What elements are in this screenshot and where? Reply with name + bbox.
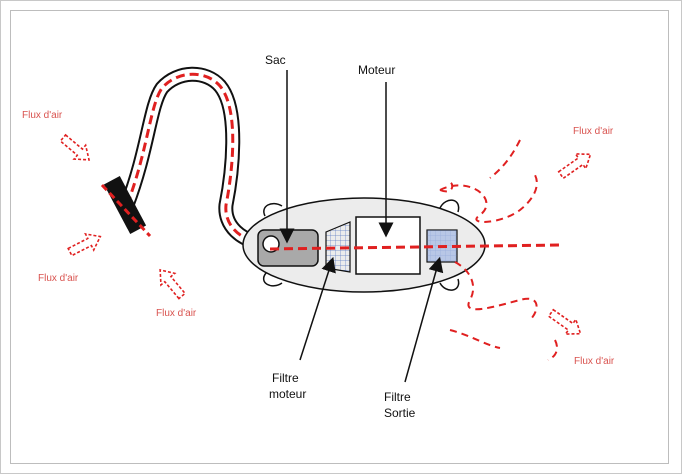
vacuum-body xyxy=(242,197,486,293)
hose xyxy=(119,66,276,252)
label-flux-left-bottom: Flux d'air xyxy=(156,308,197,319)
wheel-right-bottom xyxy=(439,278,460,291)
exhaust-airflow xyxy=(439,139,558,361)
label-flux-right-top: Flux d'air xyxy=(573,126,614,137)
airflow-line-body xyxy=(269,243,561,251)
label-sac: Sac xyxy=(265,53,286,67)
motor xyxy=(355,216,421,275)
label-flux-right-bottom: Flux d'air xyxy=(574,356,615,367)
inflow-arrow-mid xyxy=(67,232,102,257)
callout-arrow-filtre-moteur xyxy=(299,256,336,361)
label-filtre-moteur-line2: moteur xyxy=(269,387,306,401)
nozzle xyxy=(100,176,152,238)
wheel-left-top xyxy=(263,202,283,217)
label-filtre-moteur-line1: Filtre xyxy=(272,371,299,385)
label-filtre-sortie-line1: Filtre xyxy=(384,390,411,404)
label-flux-left-top: Flux d'air xyxy=(22,110,63,121)
diagram-frame xyxy=(10,10,669,464)
outflow-arrow-top xyxy=(557,153,592,180)
label-filtre-sortie-line2: Sortie xyxy=(384,406,416,420)
callout-arrow-filtre-sortie xyxy=(404,256,444,383)
inflow-arrow-top xyxy=(59,133,91,161)
airflow-line-hose xyxy=(125,72,269,246)
wheel-right-top xyxy=(439,199,460,213)
inflow-arrow-bottom xyxy=(159,268,187,300)
label-flux-left-mid: Flux d'air xyxy=(38,273,79,284)
label-moteur: Moteur xyxy=(358,63,395,77)
wheel-left-bottom xyxy=(262,272,283,287)
outflow-arrow-bottom xyxy=(547,308,582,335)
